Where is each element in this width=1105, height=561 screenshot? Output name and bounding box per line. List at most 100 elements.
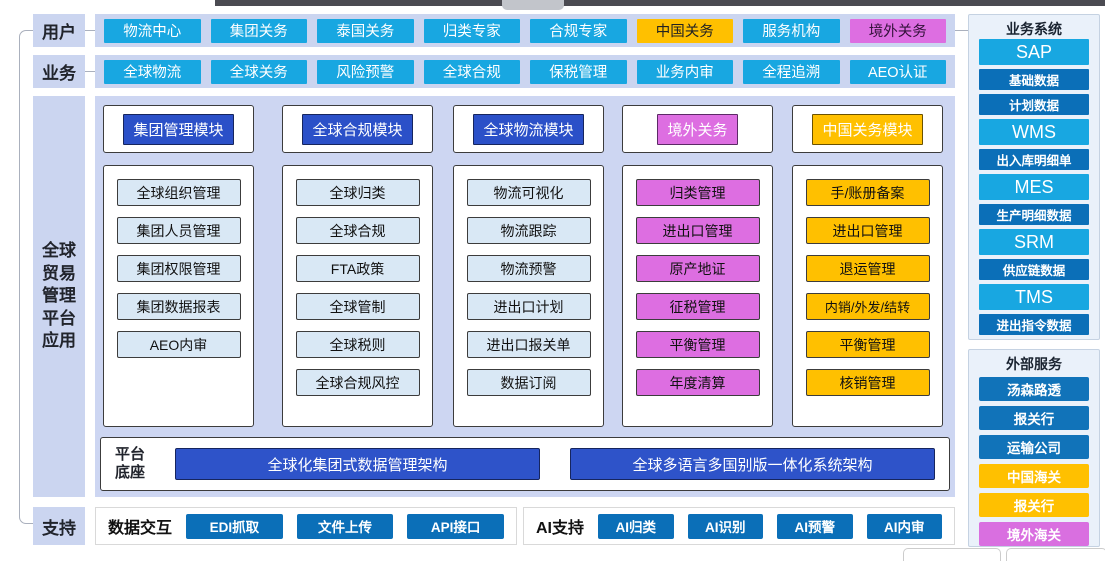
platform-side-label-line: 管理: [42, 286, 76, 306]
module-column: 中国关务模块手/账册备案进出口管理退运管理内销/外发/结转平衡管理核销管理: [792, 105, 943, 427]
external-service-item: 汤森路透: [979, 377, 1089, 401]
business-chip: 保税管理: [530, 59, 627, 84]
module-header: 全球合规模块: [302, 113, 413, 145]
module-item: 核销管理: [805, 369, 930, 396]
module-item: 进出口管理: [635, 217, 760, 244]
support-button: 文件上传: [296, 513, 394, 539]
system-item: TMS: [979, 284, 1089, 310]
systems-panel-connector: [950, 30, 968, 31]
module-item: FTA政策: [295, 255, 420, 282]
module-item: 物流预警: [466, 255, 591, 282]
module-item: 平衡管理: [805, 331, 930, 358]
system-item: SRM: [979, 229, 1089, 255]
business-chip: 全程追溯: [743, 59, 840, 84]
user-chip: 合规专家: [530, 18, 627, 43]
platform-base-label-line: 平台: [115, 446, 146, 463]
external-services-list: 汤森路透报关行运输公司中国海关报关行境外海关: [979, 377, 1089, 546]
module-header-box: 全球合规模块: [282, 105, 433, 153]
module-column: 全球物流模块物流可视化物流跟踪物流预警进出口计划进出口报关单数据订阅: [453, 105, 604, 427]
module-item: 进出口计划: [466, 293, 591, 320]
module-column: 境外关务归类管理进出口管理原产地证征税管理平衡管理年度清算: [622, 105, 773, 427]
module-body-box: 全球归类全球合规 FTA政策全球管制全球税则全球合规风控: [282, 165, 433, 427]
system-data-item: 生产明细数据: [979, 204, 1089, 225]
window-top-edge: [215, 0, 1105, 6]
external-service-item: 运输公司: [979, 435, 1089, 459]
module-body-box: 手/账册备案进出口管理退运管理内销/外发/结转平衡管理核销管理: [792, 165, 943, 427]
system-data-item: 计划数据: [979, 94, 1089, 115]
module-header: 中国关务模块: [812, 113, 923, 145]
module-item: 内销/外发/结转: [805, 293, 930, 320]
platform-base-bar: 全球多语言多国别版一体化系统架构: [570, 448, 936, 480]
support-button: AI归类: [598, 513, 674, 539]
user-row: 物流中心集团关务泰国关务归类专家合规专家中国关务服务机构境外关务: [95, 14, 955, 47]
platform-base-label: 平台底座: [115, 446, 145, 482]
system-item: SAP: [979, 39, 1089, 65]
user-row-label: 用户: [33, 14, 85, 47]
module-item: 手/账册备案: [805, 179, 930, 206]
platform-side-label-line: 应用: [42, 331, 76, 351]
support-button: AI内审: [866, 513, 943, 539]
external-service-item: 境外海关: [979, 522, 1089, 546]
module-item: 全球税则: [295, 331, 420, 358]
external-services-panel: 外部服务 汤森路透报关行运输公司中国海关报关行境外海关: [968, 349, 1100, 547]
user-chip: 物流中心: [104, 18, 201, 43]
external-service-item: 报关行: [979, 493, 1089, 517]
platform-base-label-line: 底座: [115, 464, 146, 481]
user-row-connector: [85, 30, 95, 31]
support-group-title: AI支持: [536, 520, 585, 537]
module-header: 境外关务: [657, 113, 738, 145]
module-item: 年度清算: [635, 369, 760, 396]
module-header: 全球物流模块: [473, 113, 584, 145]
user-chip: 中国关务: [636, 18, 733, 43]
business-chip: 全球物流: [104, 59, 201, 84]
external-service-item: 中国海关: [979, 464, 1089, 488]
module-item: 全球合规风控: [295, 369, 420, 396]
module-header: 集团管理模块: [123, 113, 234, 145]
system-item: WMS: [979, 119, 1089, 145]
platform-side-label-line: 平台: [42, 308, 76, 328]
module-item: 征税管理: [635, 293, 760, 320]
business-row-label: 业务: [33, 55, 85, 88]
module-item: 原产地证: [635, 255, 760, 282]
module-header-box: 全球物流模块: [453, 105, 604, 153]
module-item: 全球管制: [295, 293, 420, 320]
platform-base-box: 平台底座 全球化集团式数据管理架构 全球多语言多国别版一体化系统架构: [100, 437, 950, 491]
support-row-label: 支持: [33, 507, 85, 545]
system-data-item: 供应链数据: [979, 259, 1089, 280]
business-chip: 全球合规: [423, 59, 520, 84]
user-chip: 集团关务: [210, 18, 307, 43]
platform-side-label-line: 贸易: [42, 263, 76, 283]
module-header-box: 境外关务: [622, 105, 773, 153]
module-item: 集团权限管理: [116, 255, 241, 282]
module-body-box: 物流可视化物流跟踪物流预警进出口计划进出口报关单数据订阅: [453, 165, 604, 427]
user-chip: 服务机构: [743, 18, 840, 43]
module-item: 全球合规: [295, 217, 420, 244]
left-bracket-line: [19, 30, 34, 524]
module-item: 退运管理: [805, 255, 930, 282]
business-chip: AEO认证: [849, 59, 946, 84]
platform-side-label-line: 全球: [42, 241, 76, 261]
module-item: AEO内审: [116, 331, 241, 358]
module-item: 物流可视化: [466, 179, 591, 206]
module-item: 进出口报关单: [466, 331, 591, 358]
module-header-box: 集团管理模块: [103, 105, 254, 153]
user-chip: 泰国关务: [317, 18, 414, 43]
module-item: 进出口管理: [805, 217, 930, 244]
partial-box: [1006, 548, 1105, 561]
module-item: 集团数据报表: [116, 293, 241, 320]
module-item: 全球归类: [295, 179, 420, 206]
business-chip: 业务内审: [636, 59, 733, 84]
system-data-item: 进出指令数据: [979, 314, 1089, 335]
module-column: 全球合规模块全球归类全球合规 FTA政策全球管制全球税则全球合规风控: [282, 105, 433, 427]
module-item: 归类管理: [635, 179, 760, 206]
system-data-item: 出入库明细单: [979, 149, 1089, 170]
support-button: AI预警: [777, 513, 853, 539]
support-button: API接口: [407, 513, 504, 539]
partial-box: [903, 548, 1001, 561]
